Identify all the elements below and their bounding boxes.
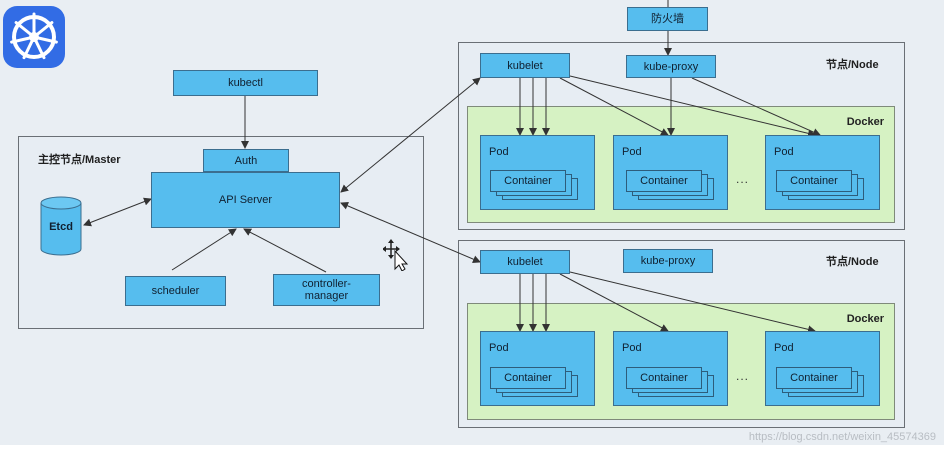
pod-box: Pod Container xyxy=(480,135,595,210)
node-1-label: 节点/Node xyxy=(826,59,879,71)
etcd-cylinder: Etcd xyxy=(40,196,82,256)
container-stack: Container xyxy=(776,367,864,397)
pod-label: Pod xyxy=(489,146,509,158)
auth-box: Auth xyxy=(203,149,289,172)
firewall-box: 防火墙 xyxy=(627,7,708,31)
container-stack: Container xyxy=(490,170,578,200)
container-label: Container xyxy=(490,367,566,389)
container-label: Container xyxy=(626,367,702,389)
connection-lines xyxy=(83,0,821,334)
kubelet-box: kubelet xyxy=(480,250,570,274)
diagram-canvas: 主控节点/Master 节点/Node 节点/Node Docker Docke… xyxy=(0,0,944,445)
container-label: Container xyxy=(776,170,852,192)
ellipsis: ... xyxy=(736,369,750,383)
pod-label: Pod xyxy=(774,342,794,354)
container-label: Container xyxy=(776,367,852,389)
container-stack: Container xyxy=(626,170,714,200)
kube-proxy-box: kube-proxy xyxy=(623,249,713,273)
pod-label: Pod xyxy=(774,146,794,158)
watermark-text: https://blog.csdn.net/weixin_45574369 xyxy=(748,431,936,443)
kubernetes-logo-icon xyxy=(3,6,65,68)
master-label: 主控节点/Master xyxy=(38,154,121,166)
pod-box: Pod Container xyxy=(480,331,595,406)
kubectl-box: kubectl xyxy=(173,70,318,96)
container-stack: Container xyxy=(776,170,864,200)
docker-label: Docker xyxy=(846,116,884,128)
pod-label: Pod xyxy=(622,342,642,354)
node-2-label: 节点/Node xyxy=(826,256,879,268)
controller-manager-box: controller- manager xyxy=(273,274,380,306)
pod-box: Pod Container xyxy=(613,331,728,406)
kubelet-box: kubelet xyxy=(480,53,570,78)
docker-label: Docker xyxy=(846,313,884,325)
pod-label: Pod xyxy=(622,146,642,158)
pod-box: Pod Container xyxy=(765,331,880,406)
pod-box: Pod Container xyxy=(765,135,880,210)
kube-proxy-box: kube-proxy xyxy=(626,55,716,78)
container-stack: Container xyxy=(626,367,714,397)
pod-label: Pod xyxy=(489,342,509,354)
scheduler-box: scheduler xyxy=(125,276,226,306)
controller-manager-label: controller- manager xyxy=(302,278,351,302)
move-cursor-icon xyxy=(382,239,411,276)
api-server-box: API Server xyxy=(151,172,340,228)
ellipsis: ... xyxy=(736,172,750,186)
etcd-label: Etcd xyxy=(49,221,73,233)
container-label: Container xyxy=(626,170,702,192)
container-label: Container xyxy=(490,170,566,192)
pod-box: Pod Container xyxy=(613,135,728,210)
container-stack: Container xyxy=(490,367,578,397)
